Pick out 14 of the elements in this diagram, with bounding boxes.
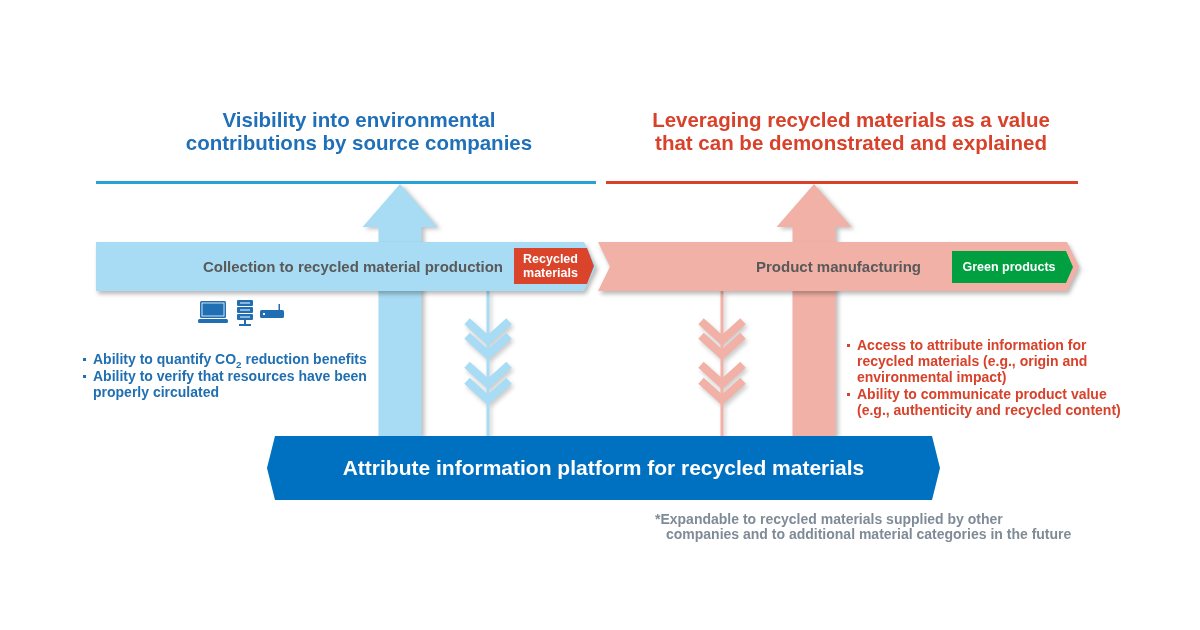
bullet-point: Ability to quantify CO$_{2}$ reduction benefits <box>80 351 390 367</box>
process-band <box>598 242 1079 291</box>
output-tag: Recycled materials <box>514 248 594 284</box>
process-band <box>96 242 596 291</box>
platform-banner: Attribute information platform for recycled materials <box>267 436 940 500</box>
bullet-point: Ability to verify that resources have been properly circulated <box>80 368 390 400</box>
bullet-point: Ability to communicate product value (e.g., authenticity and recycled content) <box>844 386 1137 418</box>
footnote: *Expandable to recycled materials supplied by other companies and to additional material categories in the future <box>655 512 1073 542</box>
bullet-point: Access to attribute information for recycled materials (e.g., origin and environmental impact) <box>844 337 1137 385</box>
process-label: Collection to recycled material production <box>202 257 503 276</box>
process-label: Product manufacturing <box>756 257 921 276</box>
heading-text: Visibility into environmental contributions by source companies <box>184 108 534 154</box>
output-tag: Green products <box>952 251 1073 283</box>
heading-text: Leveraging recycled materials as a value that can be demonstrated and explained <box>651 108 1051 154</box>
